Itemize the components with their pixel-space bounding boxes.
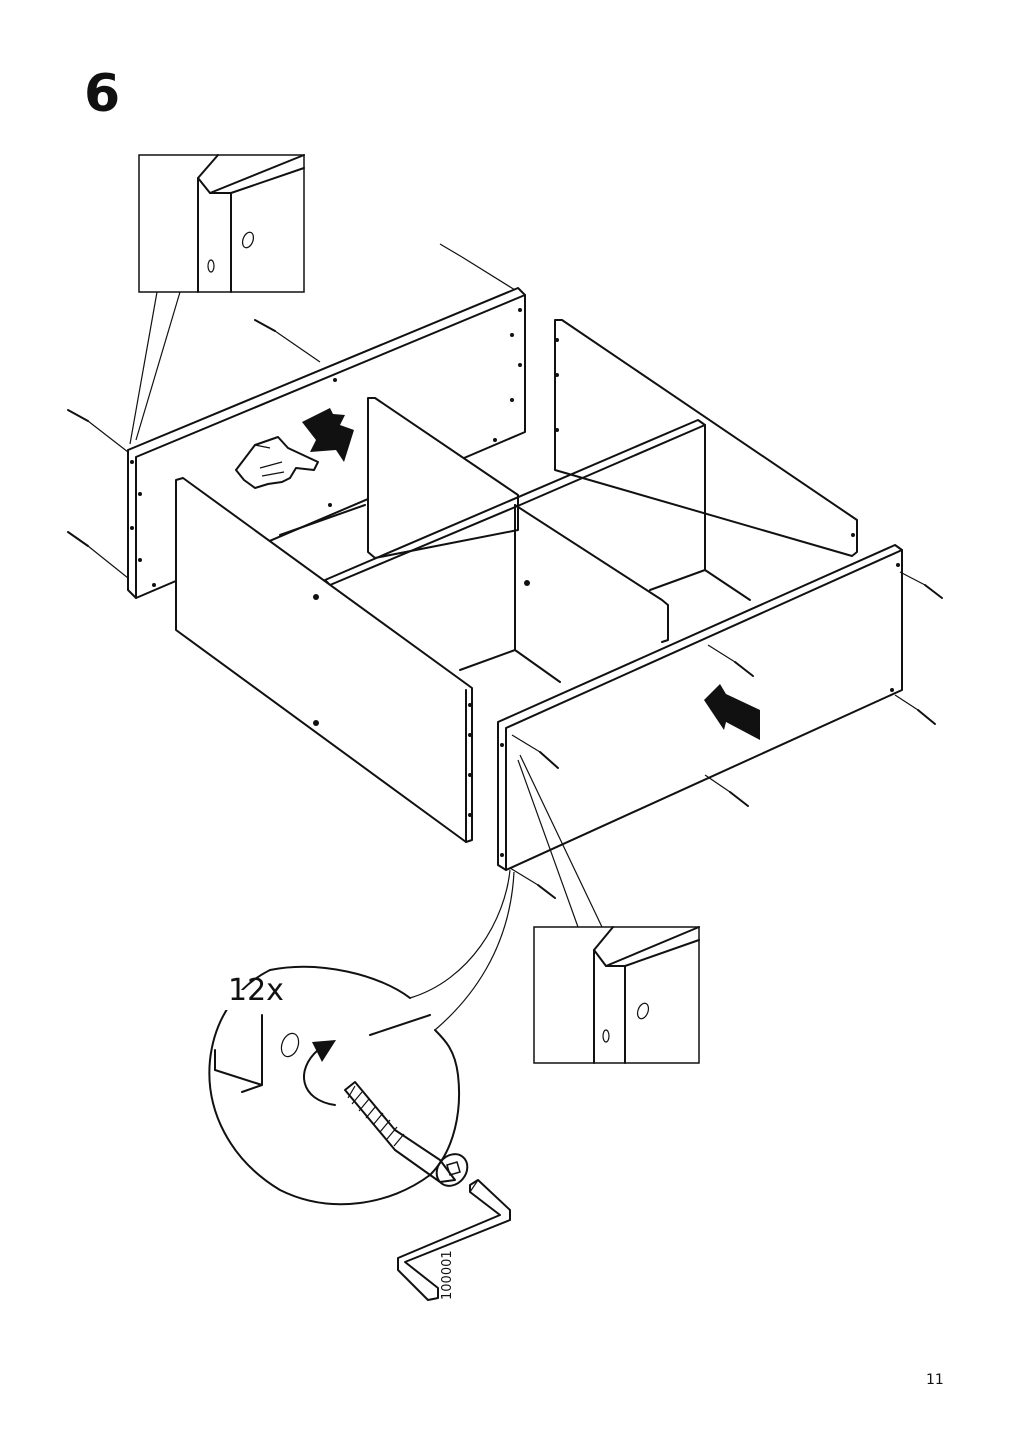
step-number: 6	[84, 64, 121, 124]
magnified-detail	[208, 869, 515, 1206]
front-panel	[497, 544, 903, 871]
pointing-hand-icon	[235, 436, 319, 489]
detail-inset-top	[129, 154, 305, 445]
rotate-arrow-icon	[302, 1049, 336, 1106]
screw-icon	[67, 243, 516, 579]
quantity-label: 12x	[228, 973, 284, 1008]
divider-panel	[367, 397, 519, 559]
allen-key-icon	[397, 1179, 511, 1301]
tool-part-number: 100001	[440, 1250, 455, 1300]
detail-inset-bottom	[517, 754, 700, 1064]
push-arrow-icon	[302, 408, 760, 740]
screw-icon	[509, 571, 943, 899]
left-side-panel	[175, 477, 473, 843]
rotate-arrow-head	[312, 1040, 336, 1062]
page-number: 11	[926, 1372, 944, 1388]
